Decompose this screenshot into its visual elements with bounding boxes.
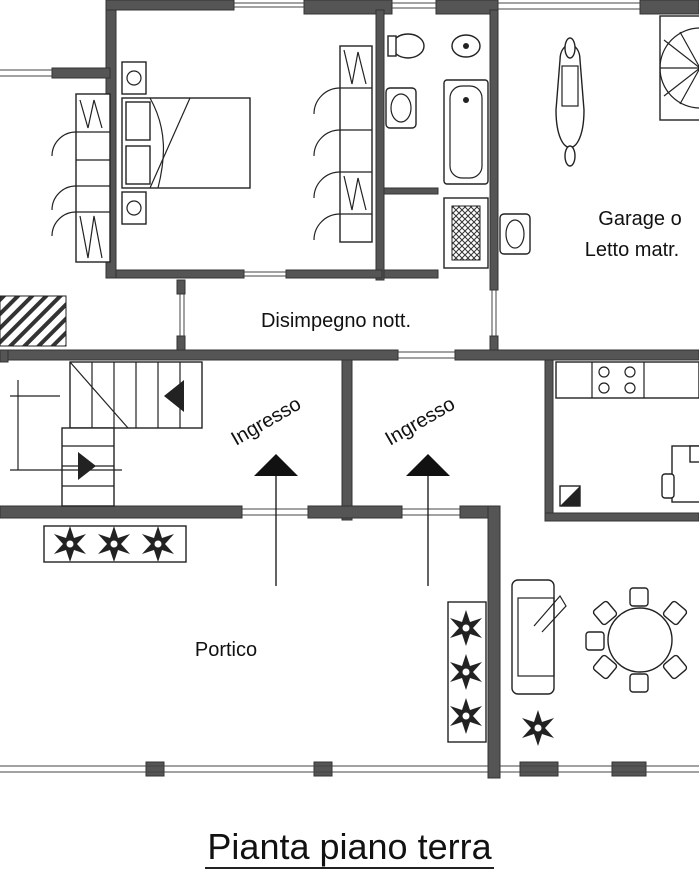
bathtub [443,79,489,185]
windows [0,2,699,773]
portico: Portico [43,525,487,743]
walls [0,0,699,779]
nightstand [121,61,147,95]
room-label-corridor: Disimpegno nott. [261,310,411,332]
toilet [391,33,425,59]
room-label-portico: Portico [195,639,257,661]
dining-table [607,607,673,673]
plan-title: Pianta piano terra [0,826,699,869]
bedroom [121,45,373,243]
arrow-up-icon [406,454,450,476]
arrow-up-icon [254,454,298,476]
plan-title-text: Pianta piano terra [205,826,494,869]
garage: Garage o Letto matr. [555,15,699,261]
kitchen [555,361,699,507]
room-label-ingresso-left: Ingresso [228,393,305,450]
bathroom [385,33,531,269]
wardrobe [339,45,373,243]
scooter [555,44,585,149]
chimney-block [0,295,67,347]
room-label-ingresso-right: Ingresso [382,393,459,450]
laundry-sink [499,213,531,255]
room-label-garage-alt: Letto matr. [585,239,680,261]
living-room [511,579,688,747]
entrance-left: Ingresso [228,393,305,586]
room-label-garage: Garage o [598,208,681,230]
left-wardrobe [51,93,111,263]
nightstand [121,191,147,225]
staircase [10,361,203,507]
entrance-right: Ingresso [382,393,459,586]
